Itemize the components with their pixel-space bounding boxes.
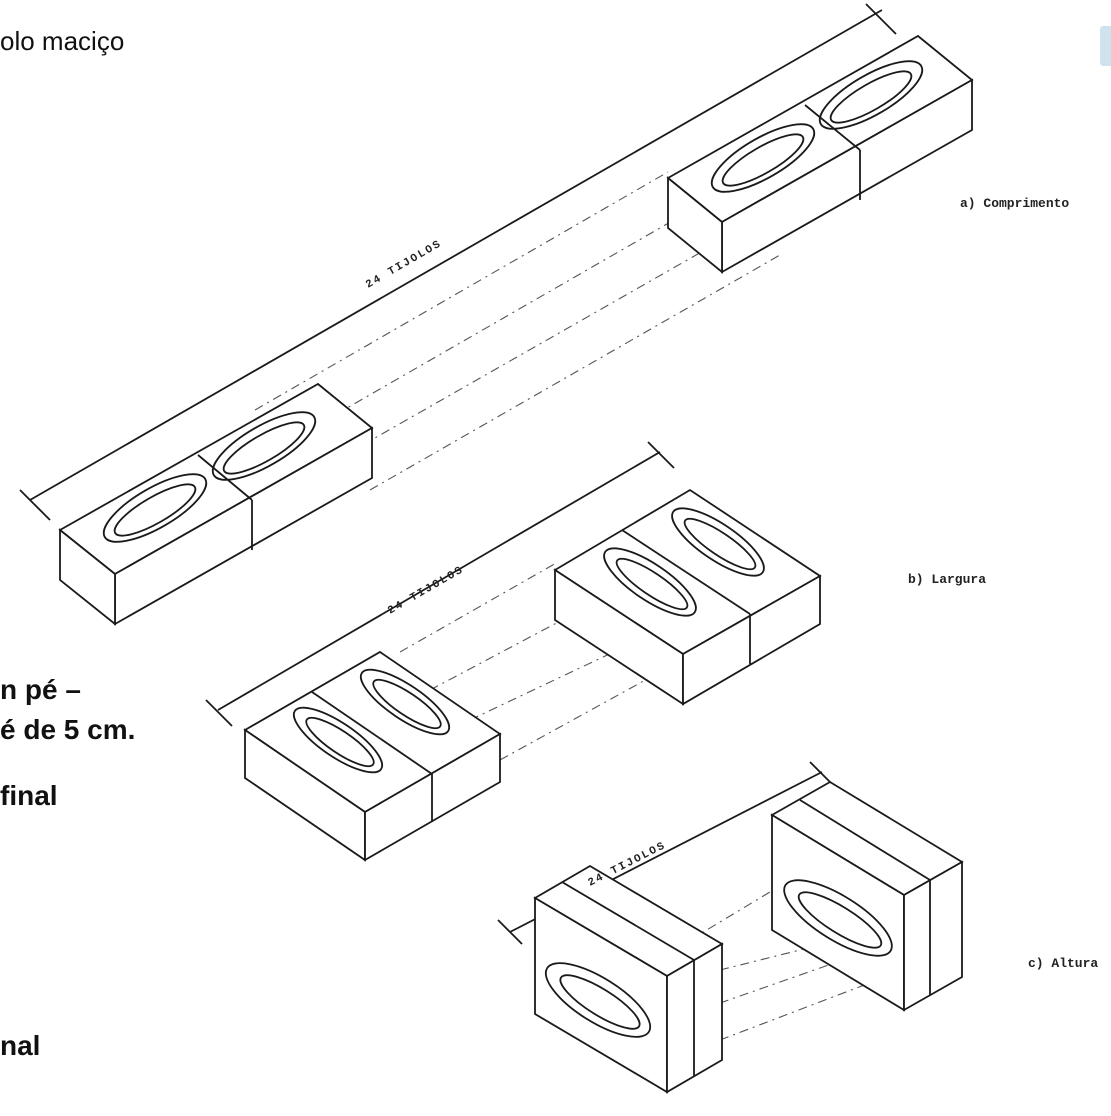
slide-text-line-4: final [0, 780, 58, 811]
caption-length: a) Comprimento [960, 196, 1070, 211]
slide-text-line-1: olo maciço [0, 26, 125, 56]
dimension-line-a [29, 9, 883, 501]
dimension-label-c: 24 TIJOLOS [586, 840, 668, 890]
dimension-line-b [217, 451, 661, 711]
slide-text-line-5: nal [0, 1030, 41, 1061]
dimension-label-a: 24 TIJOLOS [364, 238, 444, 291]
dimension-label-b: 24 TIJOLOS [386, 564, 466, 617]
slide-text-line-2: n pé – [0, 674, 81, 705]
diagram-a-length: 24 TIJOLOS [19, 3, 974, 626]
diagram-c-height: 24 TIJOLOS [497, 761, 964, 1094]
caption-height: c) Altura [1028, 956, 1099, 971]
side-panel-tab [1100, 26, 1111, 66]
caption-width: b) Largura [908, 572, 987, 587]
slide-text-line-3: é de 5 cm. [0, 714, 136, 745]
